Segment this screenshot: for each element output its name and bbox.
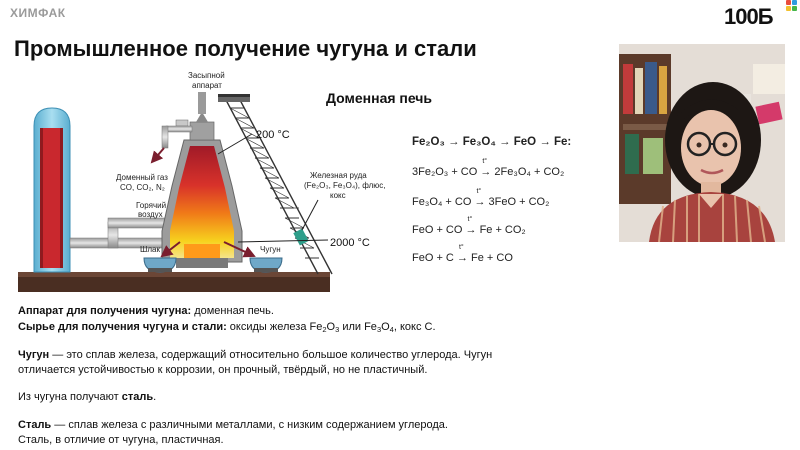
logo: 100Б (724, 4, 774, 29)
slag-label: Шлак (140, 245, 160, 254)
reaction-4: FeO + C t°→ Fe + CO (412, 244, 513, 264)
reaction-1: 3Fe₂O₃ + CO t°→ 2Fe₃O₄ + CO₂ (412, 158, 565, 178)
reaction-2: Fe₃O₄ + CO t°→ 3FeO + CO₂ (412, 188, 550, 208)
loader-label-2: аппарат (192, 81, 222, 90)
iron-label: Чугун (260, 245, 281, 254)
gas-label-2: CO, CO₂, N₂ (120, 183, 165, 192)
cast-iron-definition: Чугун — это сплав железа, содержащий отн… (18, 349, 493, 376)
reaction-3: FeO + CO t°→ Fe + CO₂ (412, 216, 526, 236)
corner-logo-icon (786, 0, 798, 12)
ore-label-3: кокс (330, 191, 346, 200)
temp-top-label: 200 °C (256, 129, 290, 141)
furnace-body (161, 92, 243, 268)
raw-materials-line: Сырье для получения чугуна и стали: окси… (18, 321, 436, 334)
skip-hoist (225, 99, 333, 275)
temp-bottom-label: 2000 °C (330, 237, 370, 249)
apparatus-line: Аппарат для получения чугуна: доменная п… (18, 305, 274, 317)
page-title: Промышленное получение чугуна и стали (14, 36, 477, 61)
iron-ladle (249, 257, 283, 273)
air-label-1: Горячий (136, 201, 166, 210)
skip-car (293, 228, 309, 246)
from-iron-line: Из чугуна получают сталь. (18, 391, 157, 403)
steel-definition: Сталь — сплав железа с различными металл… (18, 419, 448, 446)
hot-blast-stove (33, 107, 71, 273)
presenter-webcam (619, 44, 785, 243)
air-label-2: воздух (138, 210, 163, 219)
ground (18, 276, 330, 292)
reduction-chain: Fe₂O₃ → Fe₃O₄ → FeO → Fe: (412, 136, 572, 148)
slag-ladle (143, 257, 177, 273)
loader-label-1: Засыпной (188, 71, 225, 80)
brand-label: ХИМФАК (10, 6, 66, 20)
ore-label-2: (Fe₂O₃, Fe₃O₄), флюс, (304, 181, 386, 190)
ore-label-1: Железная руда (310, 171, 367, 180)
diagram-title: Доменная печь (326, 90, 433, 106)
gas-label-1: Доменный газ (116, 173, 168, 182)
blast-furnace-diagram: Засыпной аппарат Доменный газ CO, CO₂, N… (18, 71, 386, 292)
